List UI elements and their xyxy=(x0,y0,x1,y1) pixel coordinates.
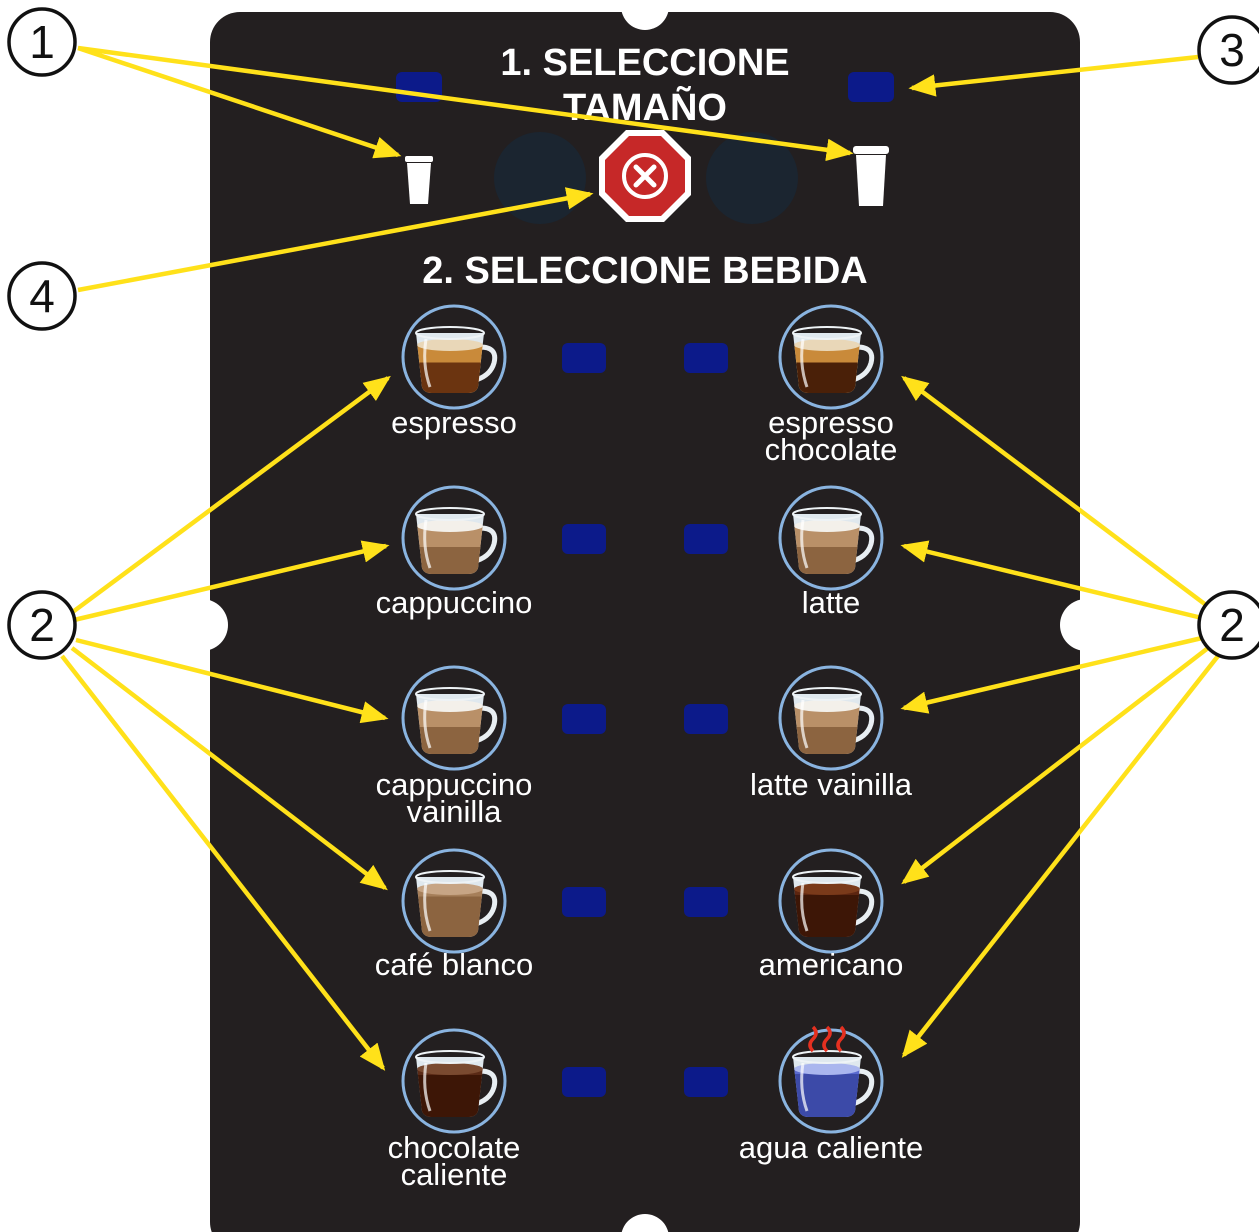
drink-label-line1: chocolate xyxy=(388,1130,521,1165)
water-cup-icon xyxy=(792,1050,875,1117)
step2-title: 2. SELECCIONE BEBIDA xyxy=(422,250,868,292)
espresso-choc-cup-icon xyxy=(792,326,875,393)
cancel-x-octagon-icon[interactable] xyxy=(599,130,691,222)
step1-title-line1: 1. SELECCIONE xyxy=(500,42,789,84)
panel-notch-bottom xyxy=(621,1214,669,1232)
drink-americano[interactable]: americano xyxy=(759,848,904,982)
drink-label-line2: vainilla xyxy=(407,794,503,829)
callout-3-number: 3 xyxy=(1219,24,1245,76)
large-cup-icon[interactable] xyxy=(853,146,889,206)
arrow-2-right-latte xyxy=(900,540,1203,621)
arrow-2-right-americano xyxy=(901,646,1210,885)
drink-select-button[interactable] xyxy=(684,887,728,917)
callout-2-left: 2 xyxy=(7,590,77,660)
drink-cappuccino[interactable]: cappuccino xyxy=(376,485,533,620)
step1-title-line2: TAMAÑO xyxy=(563,85,727,129)
callout-1: 1 xyxy=(7,7,77,77)
arrow-2-right-agua xyxy=(901,654,1220,1058)
drink-select-button[interactable] xyxy=(562,704,606,734)
arrow-2-left-cappuccino-vainilla xyxy=(75,637,389,724)
arrow-3-size-indicator xyxy=(908,54,1199,97)
dark-cup-icon xyxy=(792,870,875,937)
arrow-2-right-espresso-choc xyxy=(901,375,1212,610)
callout-arrows xyxy=(60,45,1220,1071)
drink-label-line1: latte xyxy=(802,585,861,620)
white-cup-icon xyxy=(415,870,498,937)
drink-label-line1: americano xyxy=(759,947,904,982)
callout-2-right-number: 2 xyxy=(1219,599,1245,651)
drink-select-button[interactable] xyxy=(562,887,606,917)
choc-cup-icon xyxy=(415,1050,498,1117)
panel-notch-top xyxy=(621,0,669,30)
size-large-indicator-button[interactable] xyxy=(848,72,894,102)
drink-select-button[interactable] xyxy=(684,524,728,554)
arrow-4-cancel xyxy=(77,187,594,293)
arrow-2-left-espresso xyxy=(68,375,391,616)
drink-label-line1: espresso xyxy=(391,405,517,440)
drink-select-button[interactable] xyxy=(684,343,728,373)
callout-4-number: 4 xyxy=(29,270,55,322)
drink-espresso[interactable]: espresso xyxy=(391,304,517,440)
drink-label-line1: espresso xyxy=(768,405,894,440)
drink-latte[interactable]: latte xyxy=(778,485,884,620)
arrow-2-right-latte-vainilla xyxy=(900,635,1203,714)
drink-label-line2: caliente xyxy=(401,1157,508,1192)
arrow-1-small-cup xyxy=(77,45,402,159)
drink-select-button[interactable] xyxy=(684,1067,728,1097)
steam-icon xyxy=(808,1025,846,1053)
drink-select-button[interactable] xyxy=(684,704,728,734)
drink-label-line2: chocolate xyxy=(765,432,898,467)
callout-1-number: 1 xyxy=(29,16,55,68)
milky-cup-icon xyxy=(792,507,875,574)
drink-label-line1: agua caliente xyxy=(739,1130,923,1165)
milky-cup-icon xyxy=(415,507,498,574)
drink-latte-vainilla[interactable]: latte vainilla xyxy=(750,665,913,802)
arrow-2-left-cappuccino xyxy=(73,540,390,623)
arrow-1-large-cup xyxy=(77,45,854,161)
size-button-right[interactable] xyxy=(706,132,798,224)
drink-caf-blanco[interactable]: café blanco xyxy=(375,848,534,982)
arrow-2-left-chocolate xyxy=(60,654,386,1071)
espresso-cup-icon xyxy=(415,326,498,393)
arrow-2-left-cafe-blanco xyxy=(70,646,388,891)
callout-2-left-number: 2 xyxy=(29,599,55,651)
drink-select-button[interactable] xyxy=(562,1067,606,1097)
small-cup-icon[interactable] xyxy=(405,156,433,204)
callout-2-right: 2 xyxy=(1197,590,1259,660)
milky-cup-icon xyxy=(415,687,498,754)
drink-agua-caliente[interactable]: agua caliente xyxy=(739,1025,923,1165)
drink-label-line1: latte vainilla xyxy=(750,767,913,802)
drink-label-line1: cappuccino xyxy=(376,585,533,620)
drink-select-button[interactable] xyxy=(562,524,606,554)
callout-3: 3 xyxy=(1197,15,1259,85)
drink-select-button[interactable] xyxy=(562,343,606,373)
drink-label-line1: café blanco xyxy=(375,947,534,982)
drink-label-line1: cappuccino xyxy=(376,767,533,802)
panel-notch-right xyxy=(1060,599,1112,651)
milky-cup-icon xyxy=(792,687,875,754)
callout-4: 4 xyxy=(7,261,77,331)
panel-notch-left xyxy=(176,599,228,651)
